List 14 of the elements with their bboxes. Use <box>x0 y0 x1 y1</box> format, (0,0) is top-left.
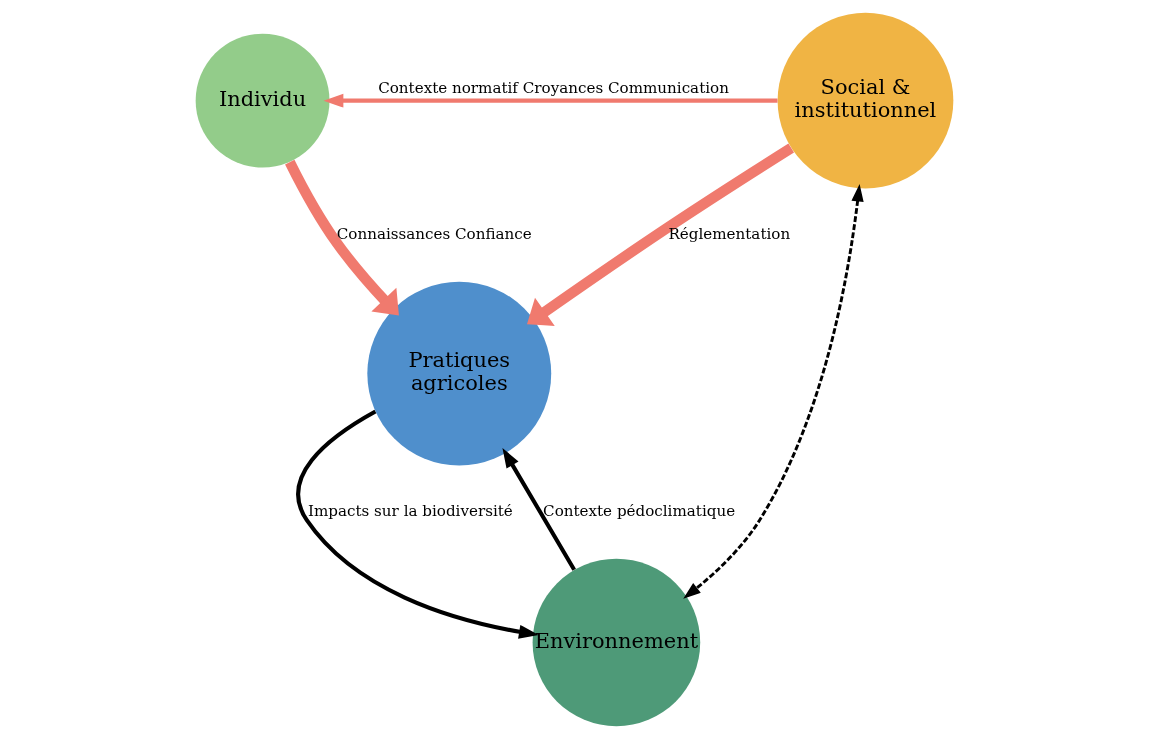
arrow <box>502 447 576 571</box>
edge-label: Contexte pédoclimatique <box>543 502 736 521</box>
edge-label: Réglementation <box>668 225 791 244</box>
node-circle: Social & institutionnel <box>777 12 954 189</box>
arrow <box>323 93 778 108</box>
edge-label: Connaissances Confiance <box>336 225 532 244</box>
arrow <box>527 143 794 326</box>
arrow <box>683 184 864 599</box>
arrow <box>285 159 399 316</box>
edge-label: Contexte normatif Croyances Communication <box>378 78 729 97</box>
node-circle: Individu <box>195 33 330 168</box>
arrow <box>296 409 539 639</box>
edge-label: Impacts sur la biodiversité <box>307 502 513 521</box>
node-circle: Pratiques agricoles <box>367 281 552 466</box>
